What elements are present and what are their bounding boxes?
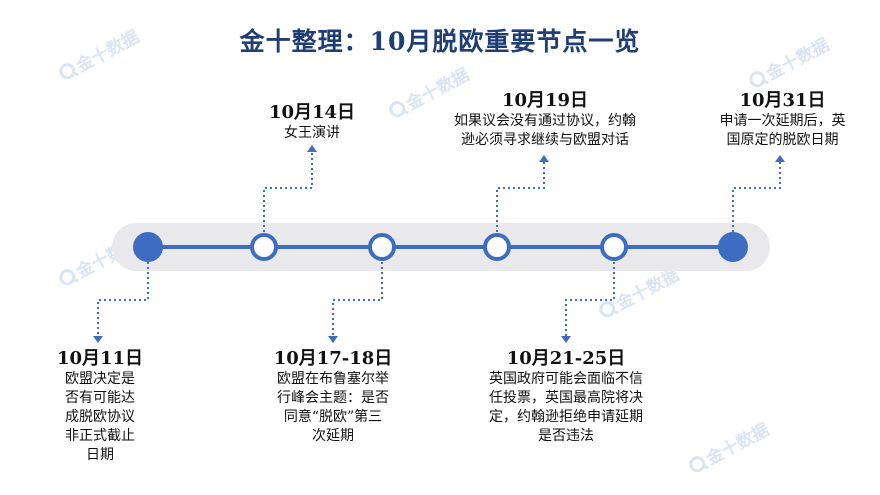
timeline-node-oct31 (718, 232, 748, 262)
event-date: 10月11日 (56, 348, 144, 369)
timeline-node-oct19 (483, 233, 511, 261)
timeline-node-oct17 (368, 233, 396, 261)
event-description: 英国政府可能会面临不信 任投票，英国最高院将决 定，约翰逊拒绝申请延期 是否违法 (489, 371, 643, 444)
event-date: 10月14日 (268, 102, 356, 123)
event-description: 申请一次延期后，英 国原定的脱欧日期 (719, 113, 846, 148)
connector-oct19 (496, 160, 545, 232)
timeline-node-oct21 (600, 233, 628, 261)
event-description: 如果议会没有通过协议，约翰 逊必须寻求继续与欧盟对话 (454, 113, 636, 148)
arrowhead-oct14 (307, 145, 317, 152)
event-description: 欧盟在布鲁塞尔举 行峰会主题：是否 同意“脱欧”第三 次延期 (277, 371, 389, 444)
connector-oct31 (732, 160, 781, 232)
connector-oct14 (263, 150, 313, 232)
event-oct31: 10月31日 申请一次延期后，英 国原定的脱欧日期 (700, 90, 865, 150)
timeline-node-oct14 (250, 233, 278, 261)
arrowhead-oct31 (775, 155, 785, 162)
connector-oct17 (332, 262, 383, 338)
event-date: 10月19日 (501, 90, 589, 111)
arrowhead-oct11 (93, 336, 103, 343)
event-oct11: 10月11日 欧盟决定是 否有可能达 成脱欧协议 非正式截止 日期 (40, 348, 160, 465)
event-oct19: 10月19日 如果议会没有通过协议，约翰 逊必须寻求继续与欧盟对话 (430, 90, 660, 150)
connector-oct11 (97, 262, 149, 338)
event-date: 10月21-25日 (506, 348, 626, 369)
event-description: 欧盟决定是 否有可能达 成脱欧协议 非正式截止 日期 (65, 371, 135, 463)
page-title: 金十整理：10月脱欧重要节点一览 (239, 27, 641, 56)
timeline-line (148, 245, 733, 249)
event-description: 女王演讲 (284, 125, 340, 141)
arrowhead-oct17 (328, 336, 338, 343)
event-date: 10月31日 (739, 90, 826, 111)
arrowhead-oct21 (561, 336, 571, 343)
event-oct17: 10月17-18日 欧盟在布鲁塞尔举 行峰会主题：是否 同意“脱欧”第三 次延期 (258, 348, 408, 446)
event-oct21: 10月21-25日 英国政府可能会面临不信 任投票，英国最高院将决 定，约翰逊拒… (476, 348, 656, 446)
event-oct14: 10月14日 女王演讲 (252, 102, 372, 143)
connector-oct21 (565, 262, 615, 338)
event-date: 10月17-18日 (273, 348, 393, 369)
timeline-node-oct11 (133, 232, 163, 262)
arrowhead-oct19 (539, 155, 549, 162)
